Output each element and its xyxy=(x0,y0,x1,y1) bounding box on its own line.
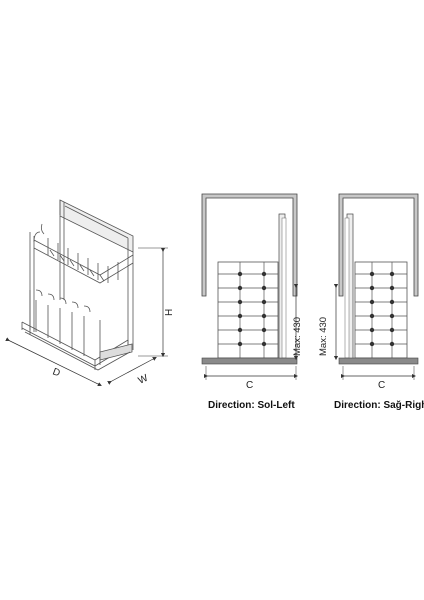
iso-dimension-lines xyxy=(5,247,168,386)
left-direction-label: Direction: Sol-Left xyxy=(208,400,295,411)
right-width-label: C xyxy=(378,380,385,391)
depth-label: D xyxy=(51,366,62,379)
left-front-view xyxy=(201,193,299,380)
isometric-rack-drawing xyxy=(21,199,134,371)
left-max-height-label: Max: 430 xyxy=(292,317,303,356)
height-label: H xyxy=(164,309,175,316)
right-front-view xyxy=(333,193,419,380)
right-max-height-label: Max: 430 xyxy=(318,317,329,356)
right-direction-label: Direction: Sağ-Right xyxy=(334,400,424,411)
width-label: W xyxy=(137,373,151,387)
left-width-label: C xyxy=(246,380,253,391)
